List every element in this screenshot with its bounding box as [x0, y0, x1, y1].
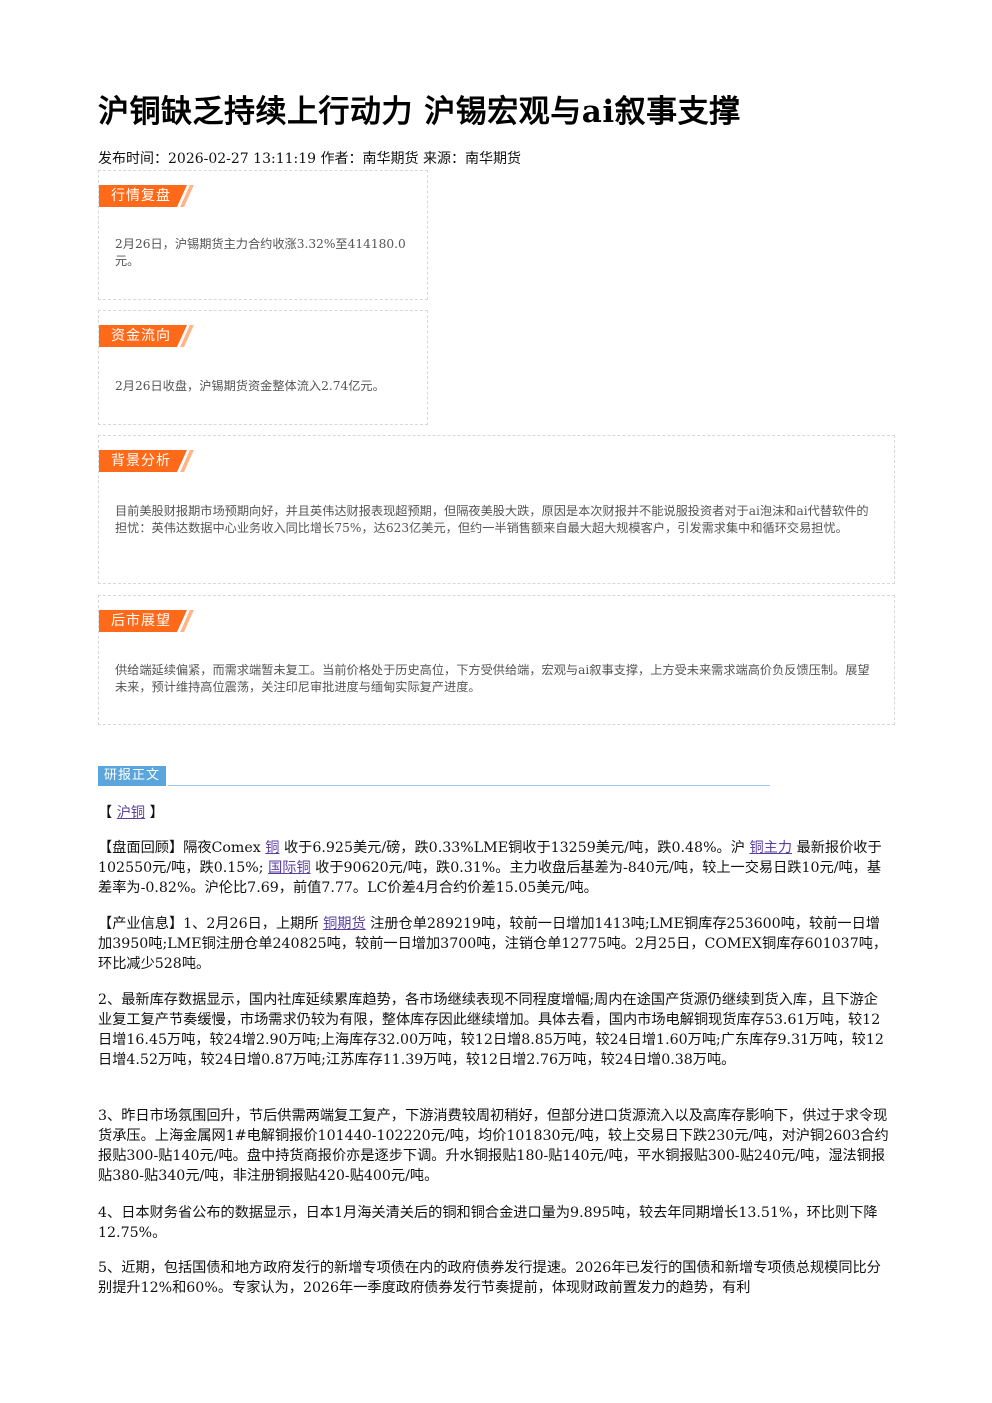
fund-flow-tag: 资金流向 — [99, 325, 194, 347]
article-title: 沪铜缺乏持续上行动力 沪锡宏观与ai叙事支撑 — [98, 94, 741, 130]
section-heading: 【 沪铜 】 — [98, 805, 164, 821]
background-text: 目前美股财报期市场预期向好，并且英伟达财报表现超预期，但隔夜美股大跌，原因是本次… — [115, 504, 869, 535]
article-meta: 发布时间：2026-02-27 13:11:19 作者：南华期货 来源：南华期货 — [98, 151, 521, 167]
background-card: 背景分析 目前美股财报期市场预期向好，并且英伟达财报表现超预期，但隔夜美股大跌，… — [98, 435, 895, 584]
report-tag: 研报正文 — [98, 766, 167, 786]
link-copper-main[interactable]: 铜主力 — [749, 840, 793, 856]
outlook-tag: 后市展望 — [99, 610, 194, 632]
outlook-text: 供给端延续偏紧，而需求端暂未复工。当前价格处于历史高位，下方受供给端，宏观与ai… — [115, 663, 870, 694]
section-link-hutong[interactable]: 沪铜 — [116, 805, 146, 821]
link-copper[interactable]: 铜 — [265, 840, 280, 856]
fund-flow-text: 2月26日收盘，沪锡期货资金整体流入2.74亿元。 — [115, 379, 385, 393]
background-tag: 背景分析 — [99, 450, 194, 472]
paragraph-government-bonds: 5、近期，包括国债和地方政府发行的新增专项债在内的政府债券发行提速。2026年已… — [98, 1260, 881, 1296]
outlook-card: 后市展望 供给端延续偏紧，而需求端暂未复工。当前价格处于历史高位，下方受供给端，… — [98, 595, 895, 725]
link-intl-copper[interactable]: 国际铜 — [268, 860, 311, 876]
paragraph-japan-imports: 4、日本财务省公布的数据显示，日本1月海关清关后的铜和铜合金进口量为9.895吨… — [98, 1205, 878, 1241]
report-divider — [168, 785, 770, 786]
fund-flow-card: 资金流向 2月26日收盘，沪锡期货资金整体流入2.74亿元。 — [98, 310, 428, 425]
paragraph-industry-info: 【产业信息】1、2月26日，上期所 铜期货 注册仓单289219吨，较前一日增加… — [98, 916, 888, 972]
market-review-card: 行情复盘 2月26日，沪锡期货主力合约收涨3.32%至414180.0元。 — [98, 170, 428, 300]
report-header: 研报正文 — [98, 766, 770, 788]
paragraph-inventory: 2、最新库存数据显示，国内社库延续累库趋势，各市场继续表现不同程度增幅;周内在途… — [98, 992, 884, 1068]
paragraph-spot-market: 3、昨日市场氛围回升，节后供需两端复工复产，下游消费较周初稍好，但部分进口货源流… — [98, 1108, 889, 1184]
paragraph-market-review: 【盘面回顾】隔夜Comex 铜 收于6.925美元/磅，跌0.33%LME铜收于… — [98, 840, 882, 896]
market-review-tag: 行情复盘 — [99, 185, 194, 207]
link-copper-futures[interactable]: 铜期货 — [323, 916, 366, 932]
market-review-text: 2月26日，沪锡期货主力合约收涨3.32%至414180.0元。 — [115, 237, 406, 268]
